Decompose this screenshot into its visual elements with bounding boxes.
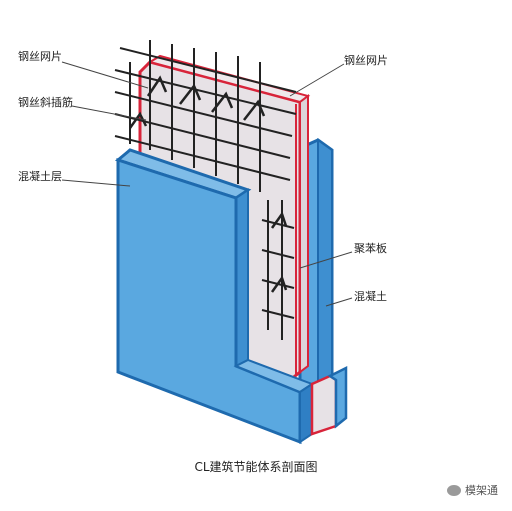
leader-lines <box>61 61 353 307</box>
label-concrete-layer: 混凝土层 <box>18 170 62 183</box>
diagram-caption: CL建筑节能体系剖面图 <box>194 460 318 474</box>
front-concrete-layer <box>114 148 348 445</box>
wechat-icon <box>447 484 461 496</box>
label-left-steel-mesh: 钢丝网片 <box>18 50 62 63</box>
steel-mesh <box>114 40 297 340</box>
label-polystyrene-board: 聚苯板 <box>354 242 387 255</box>
label-right-steel-mesh: 钢丝网片 <box>344 54 388 67</box>
watermark-text: 模架通 <box>465 484 498 497</box>
diagonal-rebars <box>128 75 288 293</box>
label-concrete: 混凝土 <box>354 290 387 303</box>
watermark: 模架通 <box>447 482 498 498</box>
label-diagonal-rebar: 钢丝斜插筋 <box>18 96 73 109</box>
